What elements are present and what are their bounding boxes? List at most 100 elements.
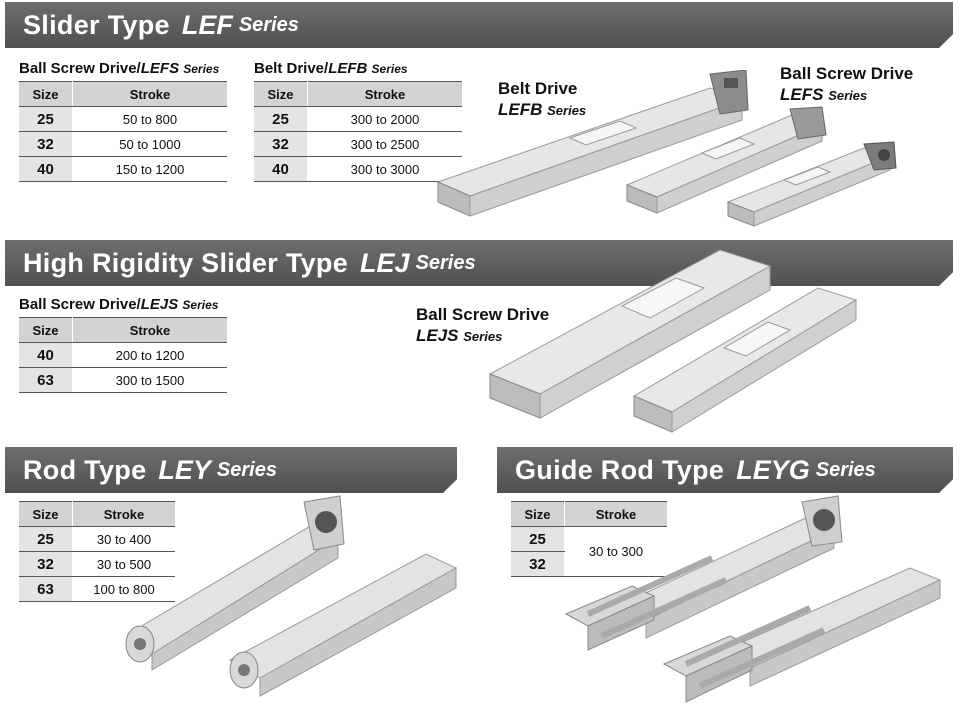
size-cell: 32 [19, 131, 73, 157]
size-cell: 25 [19, 106, 73, 132]
banner-title: High Rigidity Slider Type [23, 247, 349, 278]
size-cell: 63 [19, 576, 73, 602]
lefs-actuator-image-small [726, 141, 897, 227]
label-series: Series [547, 103, 587, 118]
table-row: 25 30 to 300 [511, 526, 667, 577]
header-size: Size [511, 501, 565, 527]
banner-series-word: Series [238, 13, 299, 36]
stroke-table-leyg: Size Stroke 25 30 to 300 32 [511, 501, 667, 577]
caption-series: Series [182, 298, 219, 312]
header-stroke: Stroke [72, 317, 227, 343]
banner-series-word: Series [415, 251, 476, 274]
lefs-actuator-image-large [625, 106, 827, 214]
size-cell: 25 [511, 526, 565, 552]
leyg-actuator-image-1 [564, 495, 843, 651]
banner-series-name: LEY [158, 454, 211, 485]
banner-rod-type: Rod Type LEY Series [5, 447, 457, 493]
ley-actuator-image-2 [228, 553, 458, 697]
stroke-cell: 150 to 1200 [72, 156, 227, 182]
lefb-actuator-image [436, 70, 749, 217]
product-label-ball-screw-drive-lefs: Ball Screw Drive LEFS Series [780, 63, 913, 106]
header-stroke: Stroke [72, 81, 227, 107]
caption-prefix: Ball Screw Drive/ [19, 296, 141, 313]
caption-model: LEFB [328, 60, 368, 77]
caption-model: LEFS [140, 60, 180, 77]
size-cell: 32 [254, 131, 308, 157]
banner-guide-rod-type: Guide Rod Type LEYG Series [497, 447, 953, 493]
table-header-row: Size Stroke [19, 81, 227, 107]
lejs-actuator-image-small [632, 287, 858, 433]
size-cell: 32 [511, 551, 565, 577]
table-row: 32 [511, 551, 667, 577]
product-label-ball-screw-drive-lejs: Ball Screw Drive LEJS Series [416, 304, 549, 347]
banner-series-word: Series [216, 458, 277, 481]
label-series: Series [828, 88, 868, 103]
size-cell: 32 [19, 551, 73, 577]
table-header-row: Size Stroke [19, 501, 175, 527]
stroke-cell: 300 to 1500 [72, 367, 227, 393]
label-model: LEJS [416, 326, 459, 345]
banner-slider-type: Slider Type LEF Series [5, 2, 953, 48]
table-header-row: Size Stroke [511, 501, 667, 527]
header-stroke: Stroke [72, 501, 175, 527]
table-caption-lefs: Ball Screw Drive/LEFS Series [19, 60, 219, 77]
header-size: Size [254, 81, 308, 107]
leyg-actuator-image-2 [662, 567, 942, 703]
label-model: LEFS [780, 85, 824, 104]
header-stroke: Stroke [564, 501, 667, 527]
label-model: LEFB [498, 100, 543, 119]
banner-series-name: LEJ [360, 247, 410, 278]
size-cell: 40 [19, 156, 73, 182]
banner-series-name: LEF [181, 9, 233, 40]
stroke-cell: 200 to 1200 [72, 342, 227, 368]
label-line1: Ball Screw Drive [780, 64, 914, 83]
banner-series-name: LEYG [736, 454, 810, 485]
label-line2: LEFB Series [498, 99, 586, 121]
stroke-cell: 300 to 3000 [307, 156, 462, 182]
banner-title: Rod Type [23, 454, 147, 485]
caption-model: LEJS [140, 296, 179, 313]
lejs-actuator-image-large [488, 249, 772, 419]
size-cell: 25 [254, 106, 308, 132]
table-header-row: Size Stroke [254, 81, 462, 107]
banner-title: Guide Rod Type [515, 454, 725, 485]
banner-series-word: Series [815, 458, 876, 481]
caption-prefix: Ball Screw Drive/ [19, 60, 141, 77]
header-stroke: Stroke [307, 81, 462, 107]
header-size: Size [19, 317, 73, 343]
label-line2: LEFS Series [780, 84, 913, 106]
stroke-cell: 30 to 400 [72, 526, 175, 552]
label-series: Series [463, 329, 503, 344]
table-caption-lejs: Ball Screw Drive/LEJS Series [19, 296, 218, 313]
header-size: Size [19, 81, 73, 107]
size-cell: 63 [19, 367, 73, 393]
table-header-row: Size Stroke [19, 317, 227, 343]
size-cell: 25 [19, 526, 73, 552]
product-label-belt-drive: Belt Drive LEFB Series [498, 78, 586, 121]
size-cell: 40 [19, 342, 73, 368]
header-size: Size [19, 501, 73, 527]
label-line1: Ball Screw Drive [416, 305, 550, 324]
stroke-cell: 100 to 800 [72, 576, 175, 602]
ley-actuator-image-1 [125, 495, 345, 671]
stroke-cell: 50 to 1000 [72, 131, 227, 157]
size-cell: 40 [254, 156, 308, 182]
caption-prefix: Belt Drive/ [254, 60, 329, 77]
caption-series: Series [183, 62, 220, 76]
table-caption-lefb: Belt Drive/LEFB Series [254, 60, 408, 77]
label-line1: Belt Drive [498, 79, 578, 98]
label-line2: LEJS Series [416, 325, 549, 347]
